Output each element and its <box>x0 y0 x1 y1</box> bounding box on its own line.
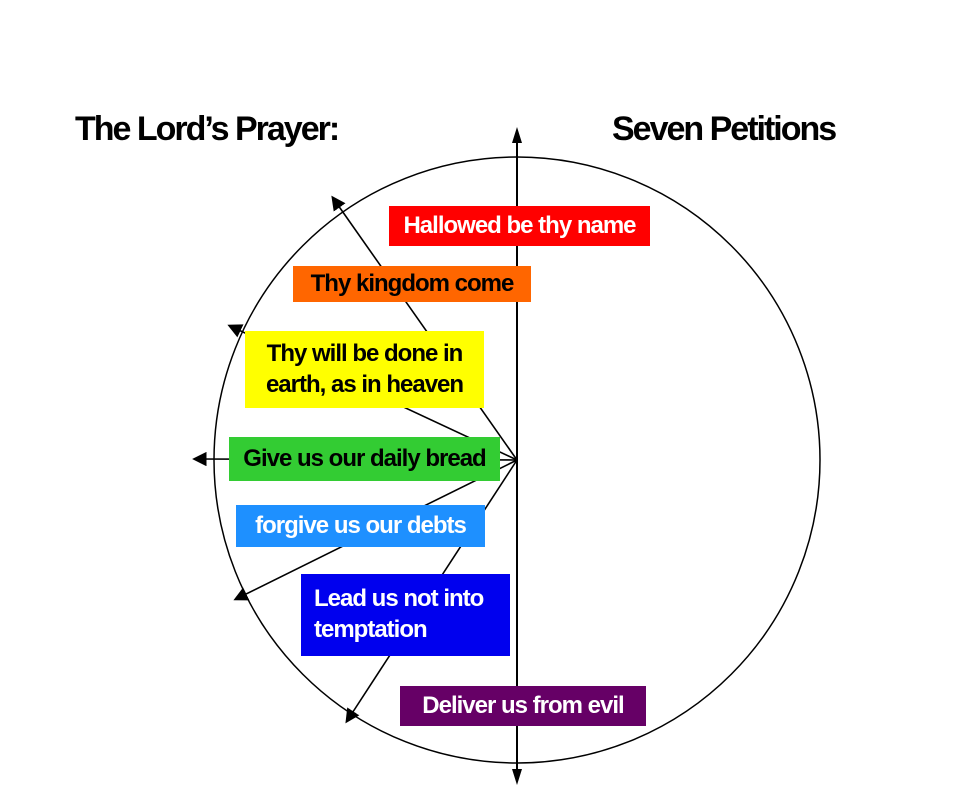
petition-box-give-us-our-daily-bread: Give us our daily bread <box>229 437 500 481</box>
radial-arrow-1 <box>331 195 518 461</box>
petition-box-deliver-us-from-evil: Deliver us from evil <box>400 686 646 726</box>
petition-box-lead-us-not-into-temptation: Lead us not into temptation <box>301 574 510 656</box>
axis-arrowhead-top-icon <box>512 127 522 143</box>
title-lords-prayer: The Lord’s Prayer: <box>75 110 340 148</box>
petition-box-forgive-us-our-debts: forgive us our debts <box>236 505 485 547</box>
petition-box-thy-kingdom-come: Thy kingdom come <box>293 266 531 302</box>
axis-arrowhead-bottom-icon <box>512 769 522 785</box>
petition-box-hallowed-be-thy-name: Hallowed be thy name <box>389 206 650 246</box>
petition-box-thy-will-be-done: Thy will be done in earth, as in heaven <box>245 331 484 408</box>
title-seven-petitions: Seven Petitions <box>612 110 837 148</box>
